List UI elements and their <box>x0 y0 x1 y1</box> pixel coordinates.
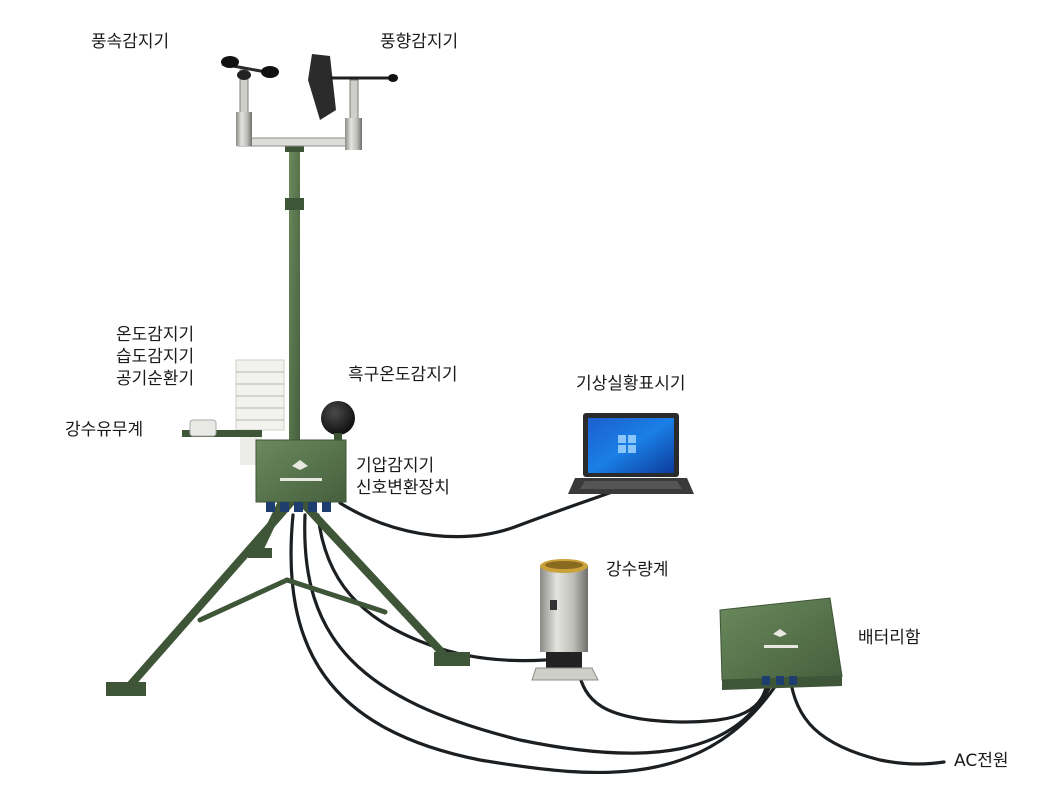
label-ac-power: AC전원 <box>954 751 1009 771</box>
label-wind-direction: 풍향감지기 <box>380 32 459 52</box>
wind-direction-sensor <box>308 54 398 150</box>
label-air-circulator: 공기순환기 <box>116 369 195 389</box>
label-rain-gauge: 강수량계 <box>606 560 669 580</box>
label-temperature: 온도감지기 <box>116 325 195 345</box>
mast-top <box>285 142 304 152</box>
label-battery-box: 배터리함 <box>858 628 921 648</box>
label-signal-converter: 신호변환장치 <box>356 478 450 498</box>
mast <box>289 145 300 445</box>
precip-detector <box>182 419 262 437</box>
mast-clamp <box>285 198 304 210</box>
main-enclosure <box>255 439 347 512</box>
label-wind-speed: 풍속감지기 <box>91 32 170 52</box>
cable-to-ac <box>788 674 946 766</box>
cable-to-display <box>338 490 614 539</box>
wind-speed-sensor <box>221 56 279 146</box>
battery-box <box>719 597 843 690</box>
crossarm <box>237 137 359 147</box>
label-display: 기상실황표시기 <box>576 374 686 394</box>
tripod-foot-left <box>106 682 146 696</box>
label-black-bulb: 흑구온도감지기 <box>348 365 458 385</box>
label-pressure: 기압감지기 <box>356 456 435 476</box>
cable-long-loop-2 <box>289 513 784 775</box>
cable-long-loop-1 <box>303 513 777 755</box>
tripod-foot-right <box>434 652 470 666</box>
rain-gauge <box>531 559 599 681</box>
black-globe <box>321 401 355 435</box>
cable-to-raingauge <box>316 513 547 663</box>
tripod <box>122 496 453 694</box>
cables <box>289 490 946 775</box>
laptop <box>568 413 694 494</box>
label-precip-detector: 강수유무계 <box>65 420 144 440</box>
label-humidity: 습도감지기 <box>116 347 195 367</box>
tripod-foot-back <box>248 548 272 558</box>
